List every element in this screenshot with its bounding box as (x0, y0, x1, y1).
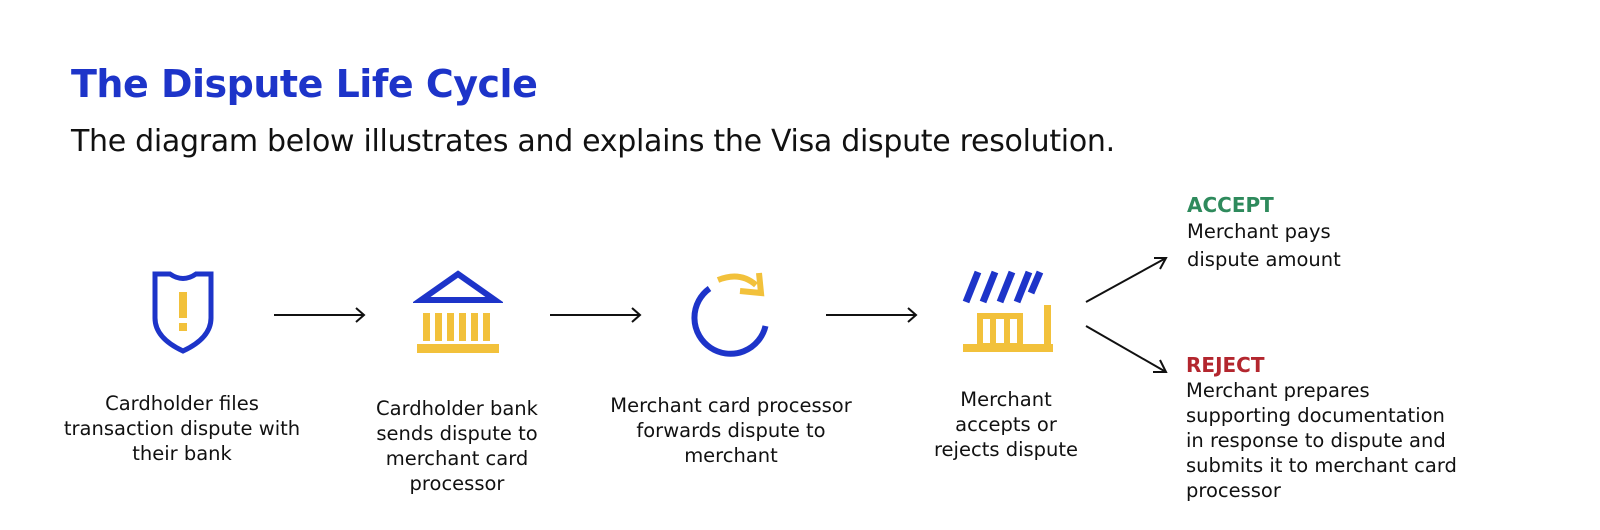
flow-arrow-2 (550, 307, 642, 323)
flow-arrow-3 (826, 307, 918, 323)
shield-alert-icon (152, 271, 214, 354)
step-2-caption: Cardholder bank sends dispute to merchan… (376, 397, 538, 495)
accept-description: Merchant pays dispute amount (1187, 220, 1341, 271)
step-1-caption: Cardholder files transaction dispute wit… (63, 392, 301, 465)
step-3-caption: Merchant card processor forwards dispute… (610, 394, 852, 467)
reject-description: Merchant prepares supporting documentati… (1186, 379, 1457, 502)
bank-icon (413, 270, 503, 353)
reject-arrow (1085, 325, 1168, 373)
reject-label: REJECT (1186, 353, 1265, 377)
diagram-title: The Dispute Life Cycle (71, 62, 538, 106)
diagram-subtitle: The diagram below illustrates and explai… (71, 124, 1115, 159)
storefront-icon (962, 270, 1053, 352)
step-4-caption: Merchant accepts or rejects dispute (933, 388, 1079, 461)
refresh-icon (691, 272, 769, 357)
accept-arrow (1085, 257, 1168, 303)
flow-arrow-1 (274, 307, 366, 323)
accept-label: ACCEPT (1187, 193, 1274, 217)
